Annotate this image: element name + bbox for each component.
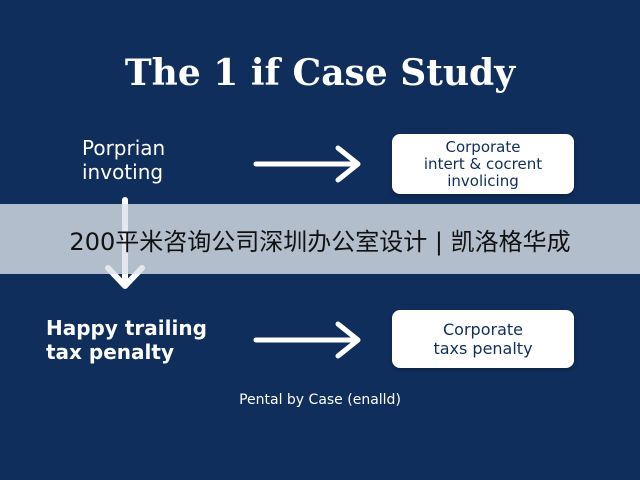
bottom-left-label-text: Happy trailing tax penalty	[46, 316, 207, 364]
bottom-right-arrow-icon	[253, 321, 361, 359]
bottom-right-box-text: Corporate taxs penalty	[433, 320, 533, 358]
overlay-title-text: 200平米咨询公司深圳办公室设计 | 凯洛格华成	[69, 227, 571, 256]
top-left-label-text: Porprian invoting	[82, 136, 166, 184]
top-right-box: Corporate intert & cocrent involicing	[392, 134, 574, 194]
diagram-title: The 1 if Case Study	[124, 52, 516, 94]
top-right-box-text: Corporate intert & cocrent involicing	[423, 137, 543, 190]
bottom-right-box: Corporate taxs penalty	[392, 310, 574, 368]
bottom-left-label: Happy trailing tax penalty	[46, 316, 246, 364]
diagram-caption: Pental by Case (enalld)	[239, 392, 401, 408]
top-right-arrow-icon	[253, 145, 361, 183]
title-overlay-band: 200平米咨询公司深圳办公室设计 | 凯洛格华成	[0, 204, 640, 274]
top-left-label: Porprian invoting	[82, 136, 242, 184]
